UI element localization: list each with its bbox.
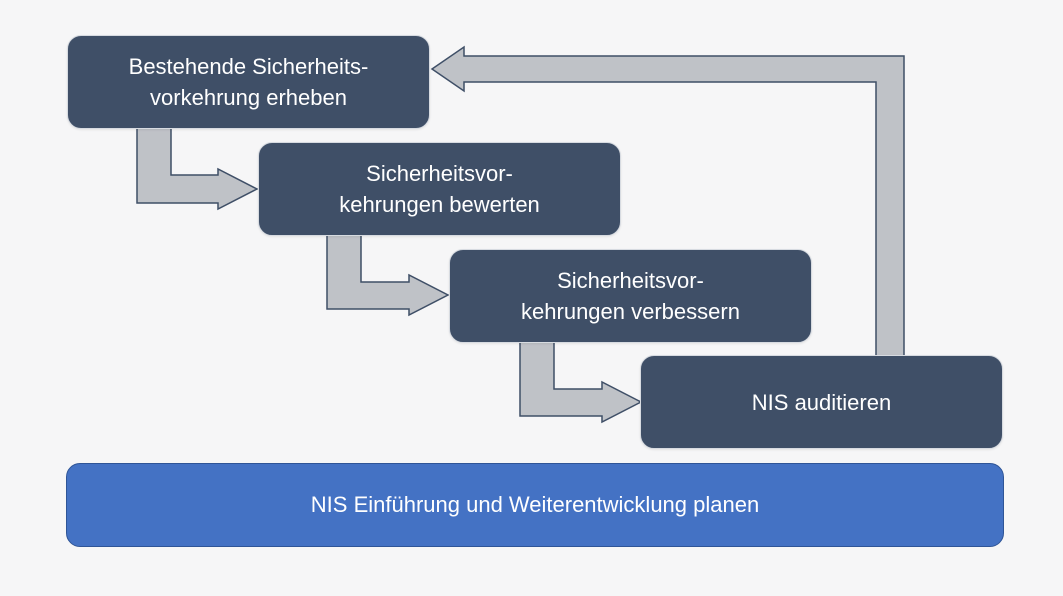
step-arrow-2 bbox=[326, 234, 450, 317]
step-arrow-3 bbox=[519, 341, 643, 424]
step-box-audit: NIS auditieren bbox=[640, 355, 1003, 449]
step-label-line: Sicherheitsvor- bbox=[366, 161, 513, 186]
base-bar-label: NIS Einführung und Weiterentwicklung pla… bbox=[310, 492, 760, 517]
step-label-line: NIS auditieren bbox=[751, 389, 892, 415]
step-label-line: Sicherheitsvor- bbox=[557, 268, 704, 293]
step-label-line: kehrungen verbessern bbox=[521, 299, 740, 324]
feedback-arrow bbox=[430, 45, 905, 357]
step-label-line: kehrungen bewerten bbox=[339, 192, 540, 217]
step-box-collect: Bestehende Sicherheits- vorkehrung erheb… bbox=[67, 35, 430, 129]
step-box-assess: Sicherheitsvor- kehrungen bewerten bbox=[258, 142, 621, 236]
step-label-line: Bestehende Sicherheits- bbox=[128, 54, 369, 79]
step-box-improve: Sicherheitsvor- kehrungen verbessern bbox=[449, 249, 812, 343]
step-arrow-1 bbox=[136, 127, 259, 211]
base-bar-plan: NIS Einführung und Weiterentwicklung pla… bbox=[66, 463, 1004, 547]
step-label-line: vorkehrung erheben bbox=[150, 85, 347, 110]
